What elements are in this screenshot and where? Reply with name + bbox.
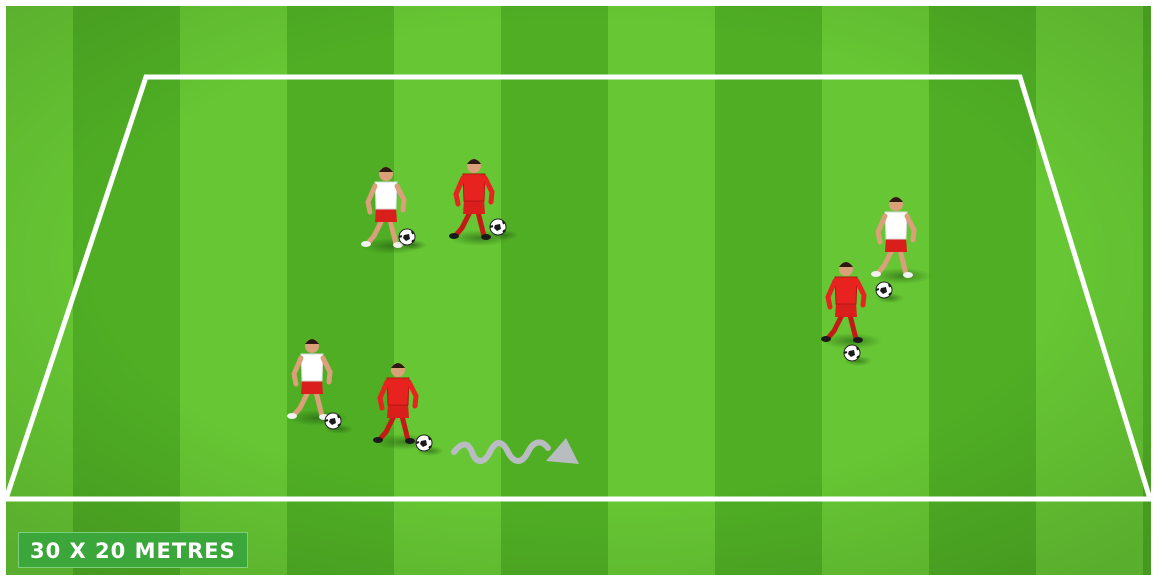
pitch bbox=[6, 6, 1151, 575]
area-size-label: 30 X 20 METRES bbox=[18, 532, 248, 568]
pitch-vignette bbox=[6, 6, 1151, 575]
pitch-svg bbox=[6, 6, 1151, 575]
